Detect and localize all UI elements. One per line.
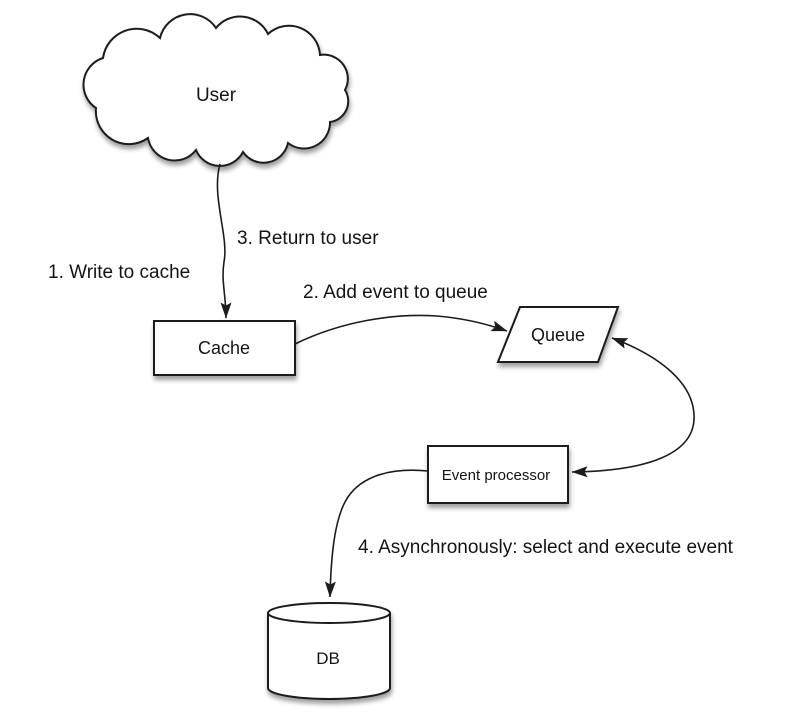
cloud-shape <box>82 13 350 167</box>
edge-cache-to-queue <box>294 314 508 345</box>
edge-user-to-cache <box>216 163 232 319</box>
event-processor-shape <box>427 445 569 504</box>
user-cloud-node: User <box>82 13 350 167</box>
label-step1: 1. Write to cache <box>48 262 190 283</box>
user-label: User <box>196 85 237 106</box>
db-node: DB <box>267 602 391 700</box>
cache-label: Cache <box>198 338 250 358</box>
queue-label: Queue <box>531 325 585 345</box>
cache-node: Cache <box>153 320 296 376</box>
db-cylinder-top <box>267 602 391 624</box>
cache-shape <box>153 320 296 376</box>
label-step3: 3. Return to user <box>237 228 379 249</box>
label-step4: 4. Asynchronously: select and execute ev… <box>358 537 734 558</box>
queue-shape <box>496 306 620 363</box>
event-processor-node: Event processor <box>427 445 569 504</box>
edge-queue-event-processor <box>571 337 695 478</box>
db-cylinder-body <box>267 613 391 700</box>
event-processor-label: Event processor <box>442 467 550 484</box>
queue-node: Queue <box>496 306 620 363</box>
db-label: DB <box>316 649 340 668</box>
label-step2: 2. Add event to queue <box>303 282 488 303</box>
edge-event-processor-to-db <box>324 469 429 598</box>
